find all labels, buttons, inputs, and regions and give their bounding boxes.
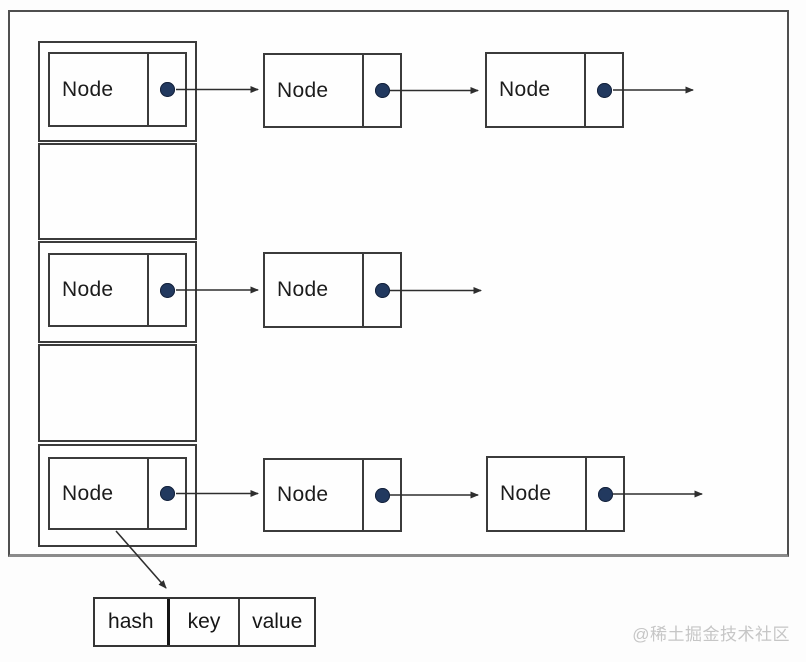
entry-field-hash: hash [108, 610, 154, 633]
next-pointer-dot [374, 282, 390, 298]
entry-record-box: hash key value [93, 597, 316, 647]
next-pointer-dot [597, 486, 613, 502]
node-pointer-cell [147, 459, 185, 528]
node-bucket2-1: Node [48, 253, 187, 327]
node-label: Node [62, 77, 114, 101]
bucket-cell-3-empty [38, 344, 197, 442]
node-bucket4-3: Node [486, 456, 625, 532]
node-pointer-cell [147, 54, 185, 125]
node-pointer-cell [362, 254, 400, 326]
bucket-cell-1-empty [38, 143, 197, 240]
entry-field-value: value [238, 599, 314, 645]
node-label: Node [500, 482, 552, 505]
node-pointer-cell [362, 55, 400, 126]
node-pointer-cell [362, 460, 400, 530]
node-bucket0-1: Node [48, 52, 187, 127]
node-label: Node [62, 481, 114, 505]
node-bucket4-1: Node [48, 457, 187, 530]
node-bucket0-2: Node [263, 53, 402, 128]
node-bucket4-2: Node [263, 458, 402, 532]
node-label: Node [277, 483, 329, 506]
next-pointer-dot [159, 82, 175, 97]
node-label: Node [62, 278, 114, 301]
node-pointer-cell [584, 54, 622, 126]
next-pointer-dot [159, 486, 175, 501]
watermark: @稀土掘金技术社区 [632, 625, 790, 644]
node-label: Node [499, 78, 551, 101]
next-pointer-dot [159, 282, 175, 298]
node-bucket2-2: Node [263, 252, 402, 328]
next-pointer-dot [596, 82, 612, 98]
node-pointer-cell [585, 458, 623, 530]
node-bucket0-3: Node [485, 52, 624, 128]
next-pointer-dot [374, 83, 390, 98]
node-label: Node [277, 78, 329, 102]
node-label: Node [277, 278, 329, 301]
node-pointer-cell [147, 255, 185, 325]
next-pointer-dot [374, 487, 390, 503]
entry-field-key: key [166, 599, 239, 645]
